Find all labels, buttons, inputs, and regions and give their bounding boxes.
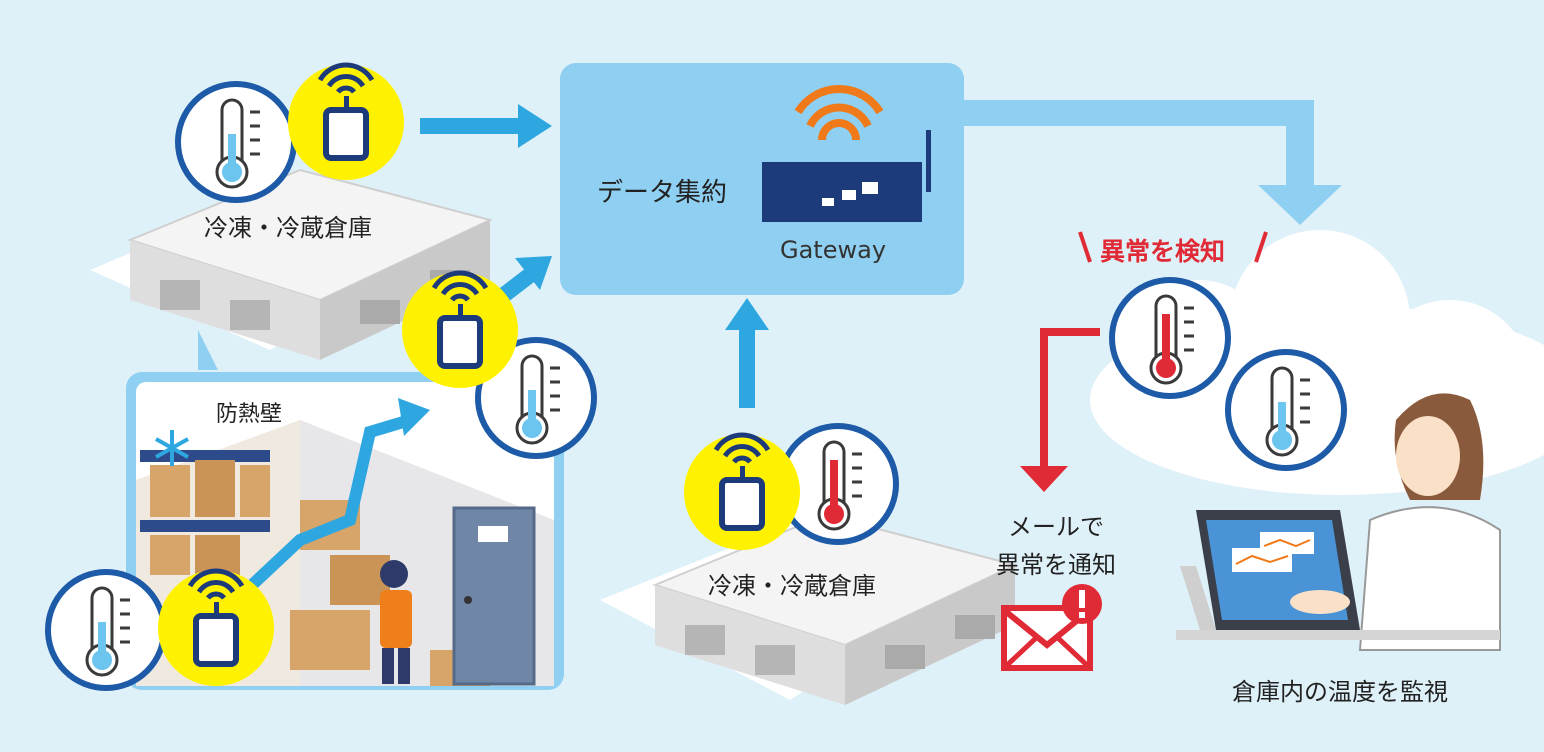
mail-alert-icon [1001, 584, 1102, 671]
monitoring-person-icon [1176, 393, 1501, 651]
thermometer-icon-cloud-blue [1228, 352, 1344, 468]
arrow-bottom-to-hub [725, 298, 769, 408]
snowflake-icon [155, 430, 189, 466]
thermometer-icon-room [48, 572, 164, 688]
thermometer-icon-cloud-red [1112, 280, 1228, 396]
gateway-label: Gateway [780, 236, 887, 264]
arrow-notify-red [1020, 328, 1100, 492]
anomaly-detect-label: 異常を検知 [1100, 237, 1226, 266]
mail-notify-label: メールで 異常を通知 [986, 508, 1126, 584]
sensor-icon-top [288, 64, 404, 180]
sensor-icon-room [158, 570, 274, 686]
router-icon [762, 84, 931, 222]
sensor-icon-bottom [684, 434, 800, 550]
warehouse-bottom-label: 冷凍・冷蔵倉庫 [708, 572, 876, 600]
alert-slash-left [1078, 231, 1092, 263]
monitoring-label: 倉庫内の温度を監視 [1232, 678, 1448, 706]
arrow-top-to-hub [420, 104, 552, 148]
alert-slash-right [1254, 231, 1268, 263]
data-aggregation-label: データ集約 [597, 178, 728, 208]
arrow-mid-to-hub [495, 256, 552, 305]
thermometer-icon-top [178, 84, 294, 200]
sensor-icon-mid [402, 272, 518, 388]
mail-notify-line2: 異常を通知 [996, 551, 1116, 579]
arrow-hub-to-cloud [964, 100, 1342, 225]
mail-notify-line1: メールで [1008, 513, 1104, 541]
insulation-wall-label: 防熱壁 [216, 402, 283, 427]
warehouse-top-label: 冷凍・冷蔵倉庫 [204, 214, 372, 242]
